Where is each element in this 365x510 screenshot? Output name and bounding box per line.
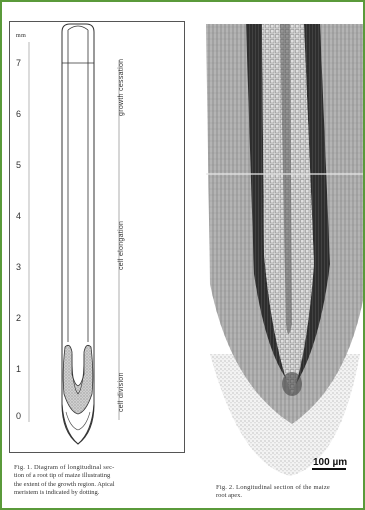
figure2-caption: Fig. 2. Longitudinal section of the maiz… — [216, 484, 364, 501]
zone-label-cessation: growth cessation — [118, 59, 125, 116]
stele-top — [68, 26, 88, 30]
zone-label-elongation: cell elongation — [118, 221, 125, 270]
root-cap-inner — [66, 412, 90, 430]
figure2-caption-line: Fig. 2. Longitudinal section of the maiz… — [216, 484, 364, 492]
figure1-caption: Fig. 1. Diagram of longitudinal sec- tio… — [14, 464, 194, 497]
figure1-caption-line: tion of a root tip of maize illustrating — [14, 472, 194, 480]
figure1-caption-line: the extent of the growth region. Apical — [14, 481, 194, 489]
apex-tip — [282, 372, 302, 396]
zone-label-division: cell division — [118, 372, 125, 412]
apical-meristem — [63, 345, 93, 414]
scale-bar-label: 100 µm — [313, 457, 347, 468]
root-apex-micrograph — [200, 24, 365, 479]
figure1-caption-line: meristem is indicated by dotting. — [14, 489, 194, 497]
figure2-caption-line: root apex. — [216, 492, 364, 500]
figure1-caption-line: Fig. 1. Diagram of longitudinal sec- — [14, 464, 194, 472]
